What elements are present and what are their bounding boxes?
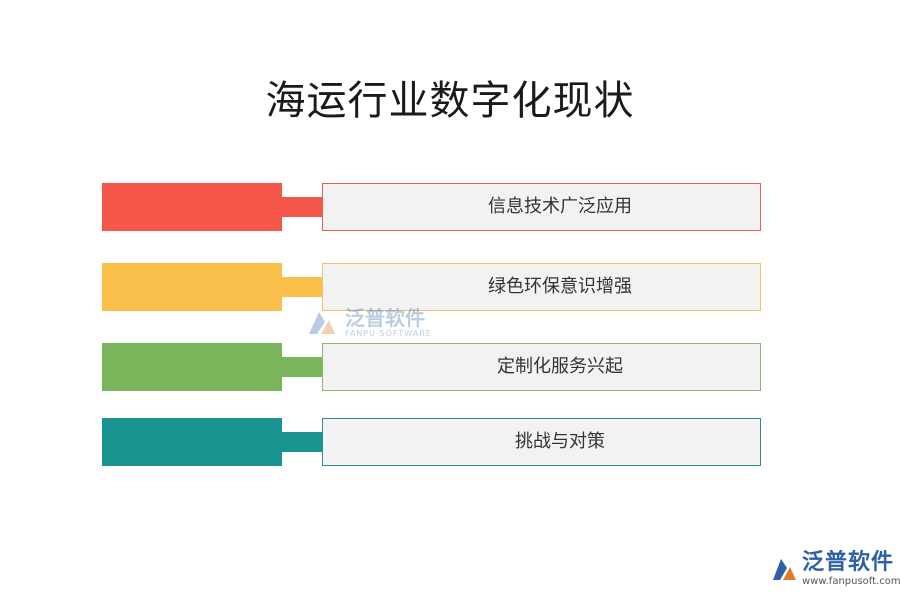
page-title: 海运行业数字化现状 xyxy=(265,78,635,124)
item-label: 信息技术广泛应用 xyxy=(488,196,632,217)
watermark: 泛普软件 FANPU SOFTWARE xyxy=(305,308,432,338)
item-box xyxy=(322,343,761,391)
brand-url: www.fanpusoft.com xyxy=(802,576,900,587)
color-bar xyxy=(102,343,282,391)
item-label: 挑战与对策 xyxy=(515,431,605,452)
watermark-subtitle: FANPU SOFTWARE xyxy=(345,329,432,338)
brand-logo: 泛普软件 www.fanpusoft.com xyxy=(770,552,900,587)
item-row-challenges: 挑战与对策 xyxy=(0,418,900,466)
watermark-name: 泛普软件 xyxy=(345,306,425,330)
fanpu-brand-icon xyxy=(773,558,796,580)
item-label: 定制化服务兴起 xyxy=(497,356,623,377)
fanpu-logo-icon xyxy=(309,312,335,334)
color-bar xyxy=(102,183,282,231)
item-row-green: 绿色环保意识增强 xyxy=(0,263,900,311)
item-box xyxy=(322,418,761,466)
item-row-information-tech: 信息技术广泛应用 xyxy=(0,183,900,231)
item-box xyxy=(322,183,761,231)
color-bar xyxy=(102,263,282,311)
item-row-customized: 定制化服务兴起 xyxy=(0,343,900,391)
brand-name: 泛普软件 xyxy=(802,550,895,575)
color-bar xyxy=(102,418,282,466)
item-label: 绿色环保意识增强 xyxy=(488,276,632,297)
item-box xyxy=(322,263,761,311)
